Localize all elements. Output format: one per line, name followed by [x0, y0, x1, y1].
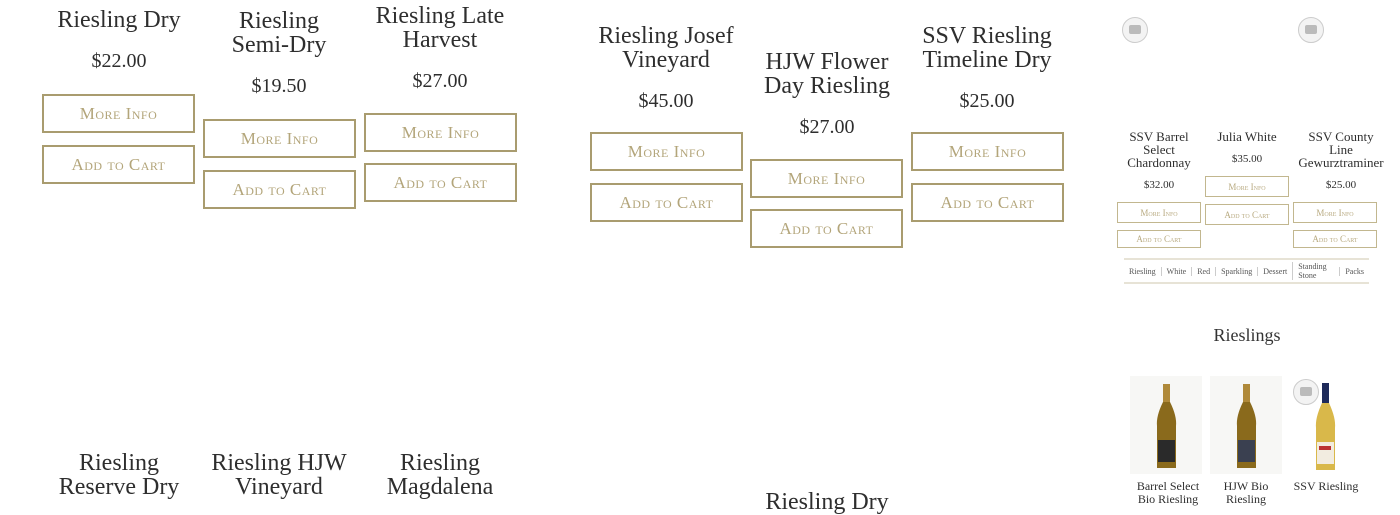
- category-link-white[interactable]: White: [1160, 266, 1192, 276]
- product-price: $27.00: [799, 116, 855, 138]
- more-info-button[interactable]: More Info: [1117, 202, 1201, 223]
- more-info-button[interactable]: More Info: [364, 113, 517, 152]
- product-name: Riesling Dry: [57, 7, 181, 33]
- more-info-button[interactable]: More Info: [42, 94, 195, 133]
- add-to-cart-button[interactable]: Add to Cart: [364, 163, 517, 202]
- product-card: Riesling Dry: [748, 490, 906, 514]
- more-info-button[interactable]: More Info: [203, 119, 356, 158]
- product-name: Riesling Dry: [765, 489, 889, 515]
- category-link-riesling[interactable]: Riesling: [1129, 266, 1156, 276]
- more-info-button[interactable]: More Info: [750, 159, 903, 198]
- category-link-dessert[interactable]: Dessert: [1257, 266, 1292, 276]
- product-price: $19.50: [251, 75, 307, 97]
- add-to-cart-button[interactable]: Add to Cart: [911, 183, 1064, 222]
- wine-bottle-image[interactable]: [1130, 376, 1202, 474]
- category-link-packs[interactable]: Packs: [1339, 266, 1369, 276]
- product-price: $27.00: [412, 70, 468, 92]
- product-card: Riesling Dry $22.00: [40, 8, 198, 73]
- product-price: $35.00: [1231, 153, 1263, 165]
- product-card: Julia White $35.00: [1204, 130, 1290, 165]
- category-link-sparkling[interactable]: Sparkling: [1215, 266, 1257, 276]
- more-info-button[interactable]: More Info: [1205, 176, 1289, 197]
- category-link-standing-stone[interactable]: Standing Stone: [1292, 262, 1339, 280]
- product-card: SSV Riesling: [1282, 480, 1370, 493]
- add-to-cart-button[interactable]: Add to Cart: [203, 170, 356, 209]
- more-info-button[interactable]: More Info: [590, 132, 743, 171]
- award-badge-icon: [1293, 379, 1319, 405]
- award-badge-icon: [1122, 17, 1148, 43]
- add-to-cart-button[interactable]: Add to Cart: [750, 209, 903, 248]
- product-price: $45.00: [638, 90, 694, 112]
- add-to-cart-button[interactable]: Add to Cart: [42, 145, 195, 184]
- product-price: $32.00: [1143, 179, 1175, 191]
- product-price: $22.00: [91, 50, 147, 72]
- category-link-red[interactable]: Red: [1191, 266, 1215, 276]
- product-price: $25.00: [959, 90, 1015, 112]
- add-to-cart-button[interactable]: Add to Cart: [1117, 230, 1201, 248]
- product-price: $25.00: [1325, 179, 1357, 191]
- category-nav: Riesling White Red Sparkling Dessert Sta…: [1124, 258, 1369, 284]
- section-title: Rieslings: [1213, 325, 1281, 345]
- award-badge-icon: [1298, 17, 1324, 43]
- add-to-cart-button[interactable]: Add to Cart: [590, 183, 743, 222]
- more-info-button[interactable]: More Info: [1293, 202, 1377, 223]
- product-name: Julia White: [1217, 129, 1277, 144]
- more-info-button[interactable]: More Info: [911, 132, 1064, 171]
- wine-bottle-image[interactable]: [1210, 376, 1282, 474]
- add-to-cart-button[interactable]: Add to Cart: [1293, 230, 1377, 248]
- wine-bottle-image[interactable]: [1300, 376, 1352, 474]
- product-name: SSV Riesling: [1293, 479, 1359, 493]
- add-to-cart-button[interactable]: Add to Cart: [1205, 204, 1289, 225]
